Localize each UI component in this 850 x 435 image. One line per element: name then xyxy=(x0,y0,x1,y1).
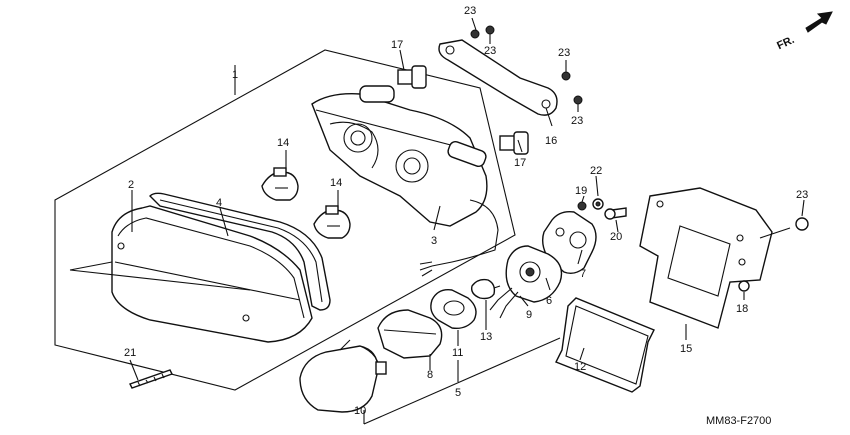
callout-17-right: 17 xyxy=(514,157,526,169)
lamp-housing xyxy=(311,85,499,277)
nut-top xyxy=(470,25,495,39)
leader-lines xyxy=(129,17,805,425)
assembly-outline xyxy=(54,49,516,391)
callout-10: 10 xyxy=(354,405,366,417)
callout-16: 16 xyxy=(545,135,557,147)
socket-cover xyxy=(377,309,443,359)
callout-14-upper: 14 xyxy=(277,137,289,149)
grommet-right xyxy=(499,131,529,155)
reflector xyxy=(555,297,655,393)
nut-right xyxy=(795,217,809,231)
callouts: 1 2 3 4 5 6 7 8 9 10 11 12 13 14 14 15 1… xyxy=(124,5,808,417)
callout-4: 4 xyxy=(216,197,222,209)
bulb-upper xyxy=(261,167,299,201)
callout-11: 11 xyxy=(452,347,463,359)
callout-21: 21 xyxy=(124,347,136,359)
tail-lens xyxy=(69,205,313,343)
callout-22: 22 xyxy=(590,165,602,177)
front-direction-indicator: FR. xyxy=(775,11,833,52)
nut-mid xyxy=(561,71,583,105)
callout-15: 15 xyxy=(680,343,692,355)
callout-23-stay-lower: 23 xyxy=(571,115,583,127)
license-bracket xyxy=(639,187,773,329)
bulb-small xyxy=(470,278,501,300)
bulb-lower xyxy=(313,205,351,239)
socket-gasket xyxy=(430,289,477,330)
mounting-stay xyxy=(438,39,558,116)
callout-5: 5 xyxy=(455,387,461,399)
screw-20 xyxy=(604,207,627,220)
callout-19: 19 xyxy=(575,185,587,197)
callout-23-top-left: 23 xyxy=(464,5,476,17)
callout-14-lower: 14 xyxy=(330,177,342,189)
callout-18: 18 xyxy=(736,303,748,315)
nut-18 xyxy=(738,280,750,292)
front-label: FR. xyxy=(775,34,796,52)
callout-17-left: 17 xyxy=(391,39,403,51)
callout-9: 9 xyxy=(526,309,532,321)
callout-13: 13 xyxy=(480,331,492,343)
callout-6: 6 xyxy=(546,295,552,307)
bolt-22 xyxy=(592,198,604,210)
callout-23-right: 23 xyxy=(796,189,808,201)
grommet-left xyxy=(397,65,427,89)
screw-21 xyxy=(129,369,173,389)
callout-3: 3 xyxy=(431,235,437,247)
callout-7: 7 xyxy=(580,268,586,280)
callout-23-stay-upper: 23 xyxy=(558,47,570,59)
callout-2: 2 xyxy=(128,179,134,191)
rear-cover xyxy=(299,345,387,413)
callout-23-top-right: 23 xyxy=(484,45,496,57)
callout-8: 8 xyxy=(427,369,433,381)
callout-12: 12 xyxy=(574,361,586,373)
socket-plate xyxy=(541,210,597,275)
diagram-code: MM83-F2700 xyxy=(706,415,771,427)
callout-20: 20 xyxy=(610,231,622,243)
lens-gasket xyxy=(149,192,331,311)
washer-19 xyxy=(577,201,587,211)
socket-body xyxy=(489,245,563,319)
front-arrow-icon xyxy=(805,11,833,33)
callout-1: 1 xyxy=(232,69,238,81)
